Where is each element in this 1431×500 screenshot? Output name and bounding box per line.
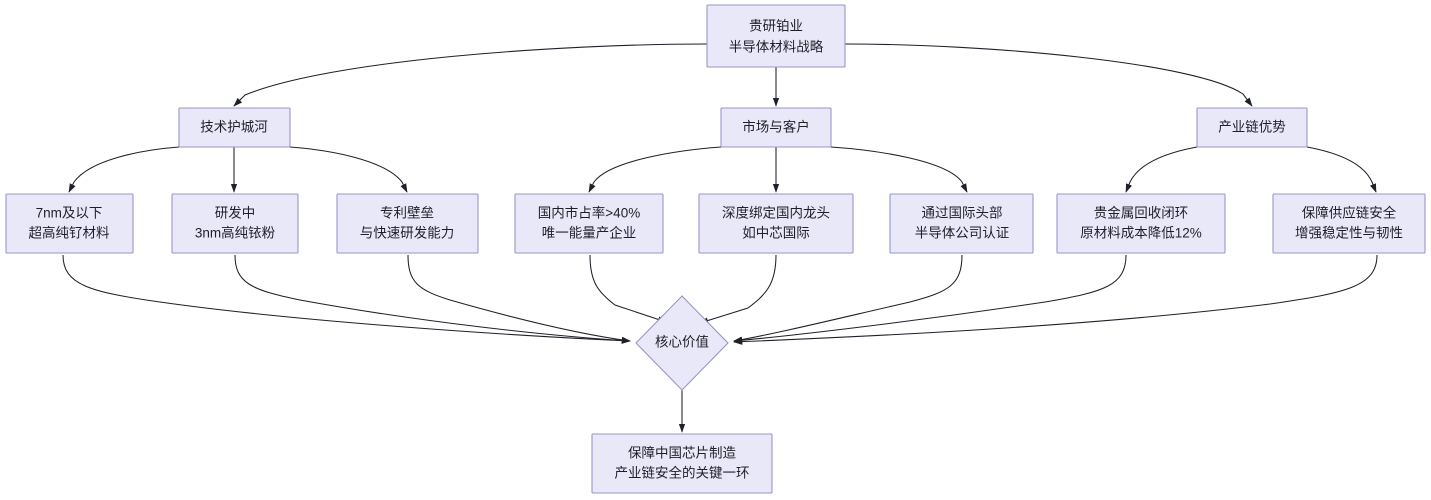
node-branch-market-box[interactable] [720, 107, 832, 148]
node-leaf-ru-line1: 7nm及以下 [36, 206, 103, 221]
node-leaf-share-box[interactable] [514, 193, 664, 254]
node-outcome-line2: 产业链安全的关键一环 [615, 465, 750, 481]
node-branch-chain[interactable]: 产业链优势 [1196, 107, 1308, 148]
node-leaf-ru[interactable]: 7nm及以下 超高纯钌材料 [5, 193, 134, 254]
node-leaf-supply-line2: 增强稳定性与韧性 [1295, 226, 1403, 241]
node-root-line1: 贵研铂业 [749, 19, 803, 34]
node-leaf-smic-line1: 深度绑定国内龙头 [722, 206, 830, 221]
edge-branch-chain-to-leaf-supply [1306, 146, 1377, 193]
node-branch-market[interactable]: 市场与客户 [720, 107, 832, 148]
node-branch-market-line1: 市场与客户 [742, 119, 810, 135]
node-leaf-smic-line2: 如中芯国际 [742, 226, 810, 241]
node-leaf-patent-line1: 专利壁垒 [380, 206, 434, 221]
node-leaf-share[interactable]: 国内市占率>40% 唯一能量产企业 [514, 193, 664, 254]
node-leaf-recycle-line1: 贵金属回收闭环 [1094, 206, 1189, 221]
node-root-line2: 半导体材料战略 [729, 40, 824, 55]
edge-layer [62, 43, 1378, 433]
node-leaf-patent-box[interactable] [336, 193, 479, 254]
node-branch-chain-line1: 产业链优势 [1218, 120, 1286, 135]
edge-branch-tech-to-leaf-ru [68, 146, 180, 193]
edge-leaf-ru-to-core-value [62, 254, 631, 344]
node-branch-tech-box[interactable] [178, 107, 291, 148]
node-root[interactable]: 贵研铂业 半导体材料战略 [706, 4, 846, 68]
node-leaf-ir-line1: 研发中 [215, 206, 256, 221]
node-leaf-ru-line2: 超高纯钌材料 [29, 225, 110, 241]
node-root-box[interactable] [706, 4, 846, 68]
node-outcome-box[interactable] [591, 433, 773, 494]
node-leaf-ru-box[interactable] [5, 193, 134, 254]
node-leaf-recycle[interactable]: 贵金属回收闭环 原材料成本降低12% [1056, 193, 1226, 254]
node-leaf-cert-line2: 半导体公司认证 [915, 226, 1010, 241]
edge-branch-market-to-leaf-share [588, 146, 722, 193]
node-leaf-share-line1: 国内市占率>40% [538, 205, 640, 221]
node-leaf-patent[interactable]: 专利壁垒 与快速研发能力 [336, 193, 479, 254]
node-core-value[interactable]: 核心价值 [635, 295, 729, 391]
node-leaf-smic[interactable]: 深度绑定国内龙头 如中芯国际 [698, 193, 854, 254]
node-branch-tech[interactable]: 技术护城河 [178, 107, 291, 148]
edge-leaf-supply-to-core-value [733, 254, 1378, 345]
node-leaf-supply-box[interactable] [1272, 193, 1426, 254]
node-branch-chain-box[interactable] [1196, 107, 1308, 148]
edge-leaf-ir-to-core-value [234, 254, 631, 344]
edge-leaf-share-to-core-value [589, 254, 667, 323]
edge-leaf-smic-to-core-value [699, 254, 777, 324]
node-leaf-ir-line2: 3nm高纯铱粉 [195, 225, 276, 241]
node-outcome-line1: 保障中国芯片制造 [628, 446, 736, 461]
edge-leaf-patent-to-core-value [407, 254, 631, 344]
edge-root-to-branch-tech [233, 43, 708, 107]
node-leaf-smic-box[interactable] [698, 193, 854, 254]
node-branch-tech-line1: 技术护城河 [200, 120, 268, 135]
node-leaf-cert-line1: 通过国际头部 [922, 206, 1003, 221]
edge-leaf-cert-to-core-value [733, 254, 963, 343]
node-leaf-ir-box[interactable] [171, 193, 299, 254]
node-leaf-cert[interactable]: 通过国际头部 半导体公司认证 [889, 193, 1034, 254]
node-leaf-share-line2: 唯一能量产企业 [542, 225, 637, 241]
edge-branch-market-to-leaf-cert [830, 146, 968, 193]
edge-root-to-branch-chain [844, 43, 1253, 107]
node-outcome[interactable]: 保障中国芯片制造 产业链安全的关键一环 [591, 433, 773, 494]
node-leaf-cert-box[interactable] [889, 193, 1034, 254]
edge-branch-chain-to-leaf-recycle [1125, 146, 1198, 193]
node-leaf-ir[interactable]: 研发中 3nm高纯铱粉 [171, 193, 299, 254]
node-core-value-diamond[interactable] [635, 295, 729, 391]
node-leaf-supply[interactable]: 保障供应链安全 增强稳定性与韧性 [1272, 193, 1426, 254]
edge-branch-tech-to-leaf-patent [289, 146, 408, 193]
node-leaf-patent-line2: 与快速研发能力 [360, 226, 455, 241]
node-layer: 贵研铂业 半导体材料战略 技术护城河 市场与客户 产业链优势 7nm及以下 超高… [5, 4, 1426, 494]
edge-leaf-recycle-to-core-value [733, 254, 1127, 344]
node-core-value-line1: 核心价值 [655, 335, 709, 350]
node-leaf-supply-line1: 保障供应链安全 [1302, 205, 1397, 221]
node-leaf-recycle-box[interactable] [1056, 193, 1226, 254]
node-leaf-recycle-line2: 原材料成本降低12% [1080, 226, 1202, 241]
